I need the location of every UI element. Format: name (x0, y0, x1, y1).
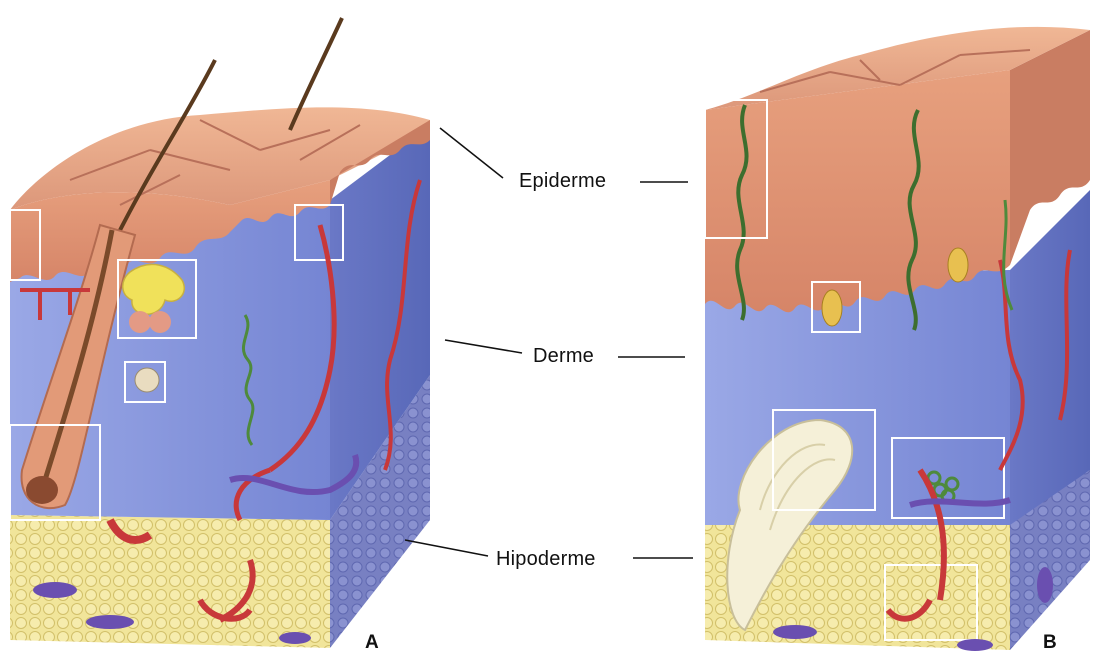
hypodermis-a (10, 515, 330, 648)
skin-block-b (705, 27, 1090, 651)
label-hypodermis: Hipoderme (496, 548, 596, 571)
panel-label-b: B (1043, 632, 1057, 654)
panel-label-a: A (365, 632, 379, 654)
skin-block-a (10, 18, 430, 648)
label-epidermis: Epiderme (519, 170, 606, 193)
label-dermis: Derme (533, 345, 594, 368)
